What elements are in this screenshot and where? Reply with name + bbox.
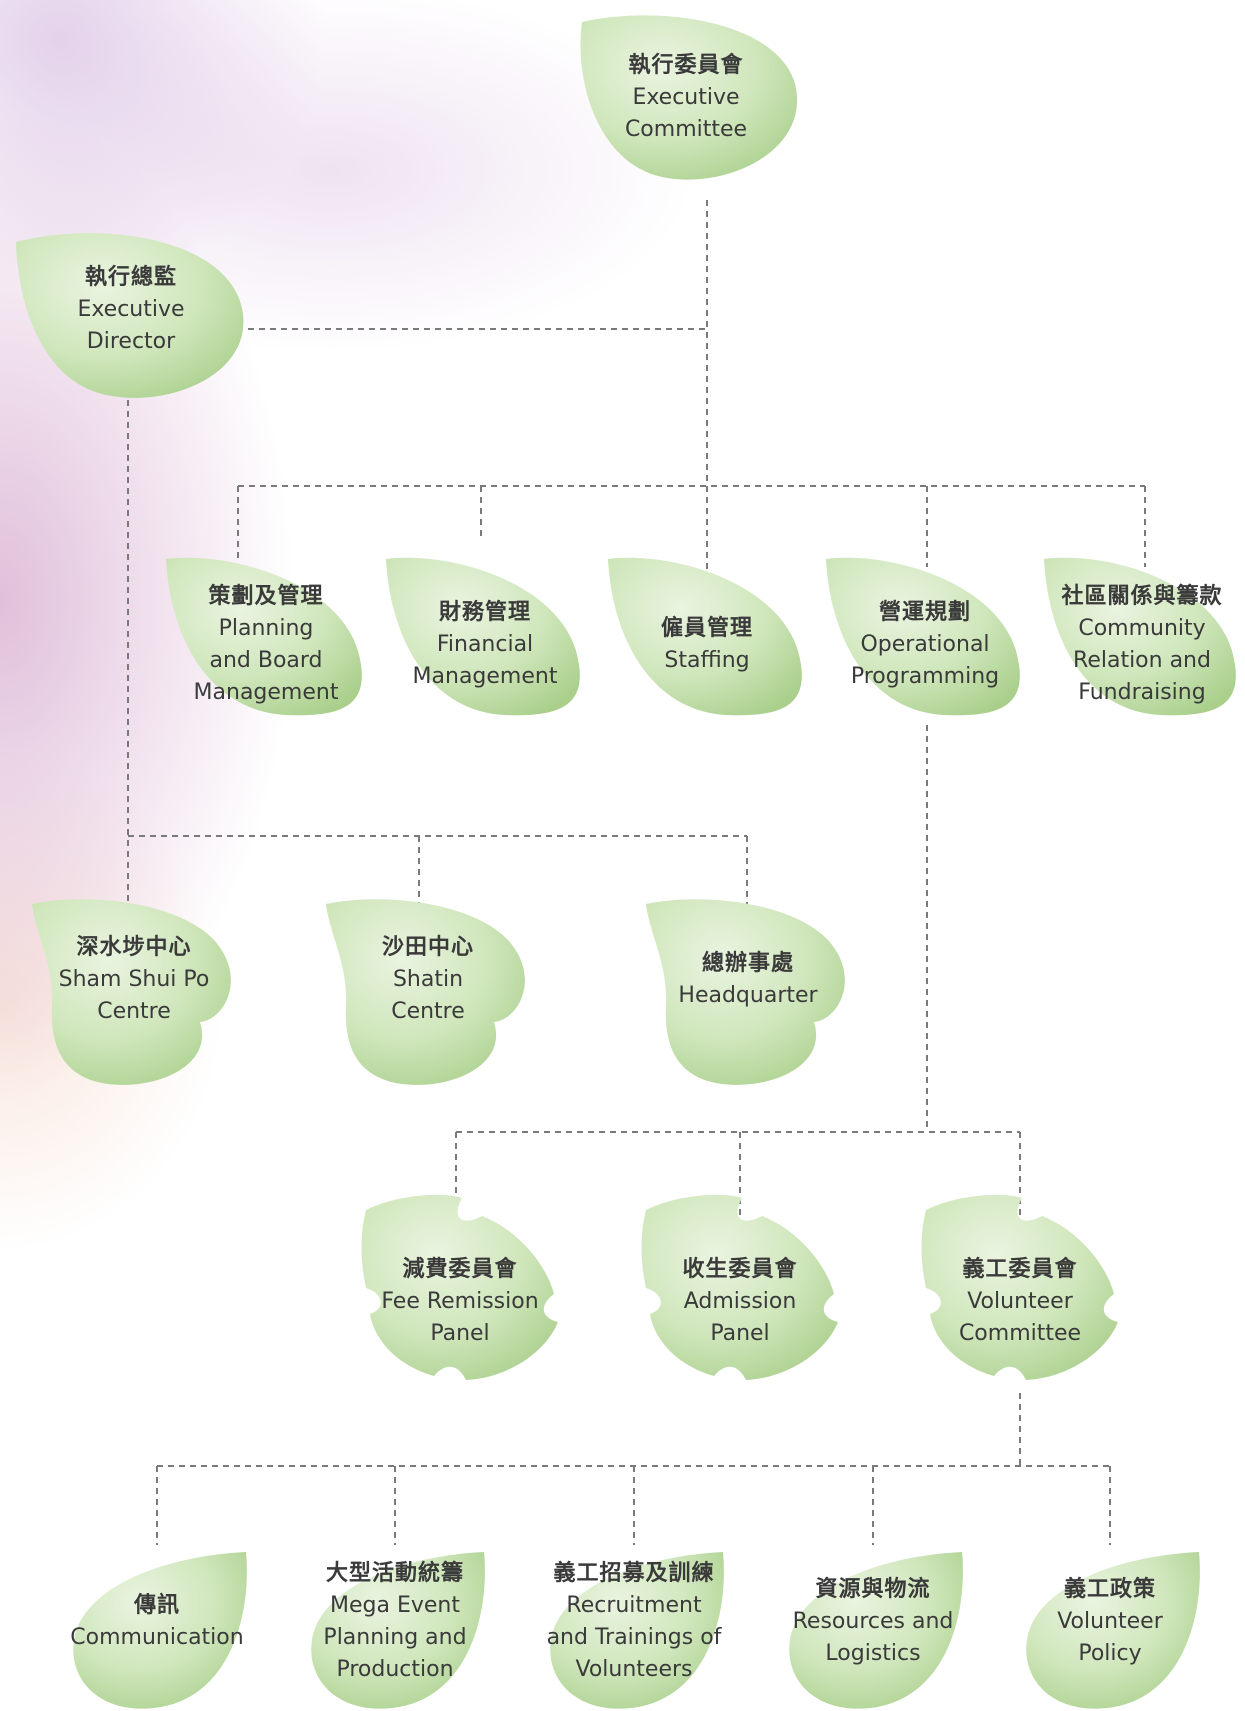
node-title-zh: 社區關係與籌款 [1061,584,1223,609]
leaf-shape [550,1552,724,1709]
node-fee-remission: 減費委員會 Fee Remission Panel [358,1190,562,1382]
node-title-zh: 僱員管理 [660,616,753,641]
node-title-zh: 資源與物流 [815,1577,931,1602]
node-title-zh: 收生委員會 [682,1257,798,1282]
node-executive-director: 執行總監 Executive Director [12,230,250,402]
node-volunteer-committee: 義工委員會 Volunteer Committee [918,1190,1122,1382]
leaf-shape [16,233,244,398]
node-title-en: Sham Shui Po Centre [58,967,210,1024]
node-title-zh: 大型活動統籌 [325,1561,464,1586]
node-title-zh: 義工招募及訓練 [553,1561,715,1586]
node-title-en: Operational Programming [850,632,1000,689]
node-communication: 傳訊 Communication [62,1548,252,1710]
node-executive-committee: 執行委員會 Executive Committee [570,12,802,184]
leaf-shape [641,1194,838,1380]
node-title-zh: 執行總監 [84,265,177,290]
node-resources: 資源與物流 Resources and Logistics [778,1548,968,1710]
leaf-shape [1026,1552,1200,1709]
node-financial: 財務管理 Financial Management [382,555,588,720]
node-title-en: Community Relation and Fundraising [1073,616,1211,705]
node-ssp-centre: 深水埗中心 Sham Shui Po Centre [28,898,240,1088]
node-title-en: Financial Management [412,632,558,689]
node-title-en: Mega Event Planning and Production [323,1593,467,1682]
leaf-shape [789,1552,963,1709]
node-title-en: Executive Committee [624,85,748,142]
node-title-zh: 沙田中心 [381,935,474,960]
leaf-shape [166,557,362,716]
node-title-en: Resources and Logistics [792,1609,954,1666]
leaf-shape [1044,557,1236,716]
node-title-zh: 深水埗中心 [76,935,192,960]
node-title-zh: 營運規劃 [878,600,971,625]
node-admission: 收生委員會 Admission Panel [638,1190,842,1382]
leaf-shape [608,557,802,716]
node-title-en: Staffing [664,648,750,673]
node-title-en: Communication [70,1625,244,1650]
node-title-en: Headquarter [678,983,818,1008]
node-title-en: Shatin Centre [391,967,465,1024]
node-operational: 營運規劃 Operational Programming [822,555,1028,720]
node-community: 社區關係與籌款 Community Relation and Fundraisi… [1040,555,1244,720]
node-title-en: Planning and Board Management [193,616,339,705]
node-title-en: Admission Panel [683,1289,797,1346]
leaf-shape [826,557,1020,716]
node-title-en: Recruitment and Trainings of Volunteers [546,1593,722,1682]
node-shatin-centre: 沙田中心 Shatin Centre [322,898,534,1088]
node-volunteer-policy: 義工政策 Volunteer Policy [1015,1548,1205,1710]
leaf-shape [73,1552,247,1709]
node-recruitment: 義工招募及訓練 Recruitment and Trainings of Vol… [539,1548,729,1710]
node-title-en: Volunteer Policy [1057,1609,1163,1666]
node-title-zh: 義工政策 [1063,1577,1156,1602]
leaf-shape [32,899,231,1085]
node-title-en: Volunteer Committee [958,1289,1082,1346]
leaf-shape [921,1194,1118,1380]
node-title-en: Fee Remission Panel [381,1289,539,1346]
node-title-zh: 減費委員會 [402,1257,518,1282]
leaf-shape [646,899,845,1085]
node-title-zh: 義工委員會 [962,1257,1078,1282]
node-title-zh: 傳訊 [133,1593,180,1618]
leaf-shape [580,15,798,180]
node-title-zh: 策劃及管理 [208,584,324,609]
node-title-en: Executive Director [77,297,185,354]
node-title-zh: 總辦事處 [701,951,794,976]
node-title-zh: 執行委員會 [628,53,744,78]
node-headquarter: 總辦事處 Headquarter [642,898,854,1088]
leaf-shape [326,899,525,1085]
node-staffing: 僱員管理 Staffing [604,555,810,720]
leaf-shape [386,557,580,716]
node-planning: 策劃及管理 Planning and Board Management [162,555,370,720]
leaf-shape [311,1552,485,1709]
leaf-shape [361,1194,558,1380]
node-mega-event: 大型活動統籌 Mega Event Planning and Productio… [300,1548,490,1710]
node-title-zh: 財務管理 [438,600,531,625]
